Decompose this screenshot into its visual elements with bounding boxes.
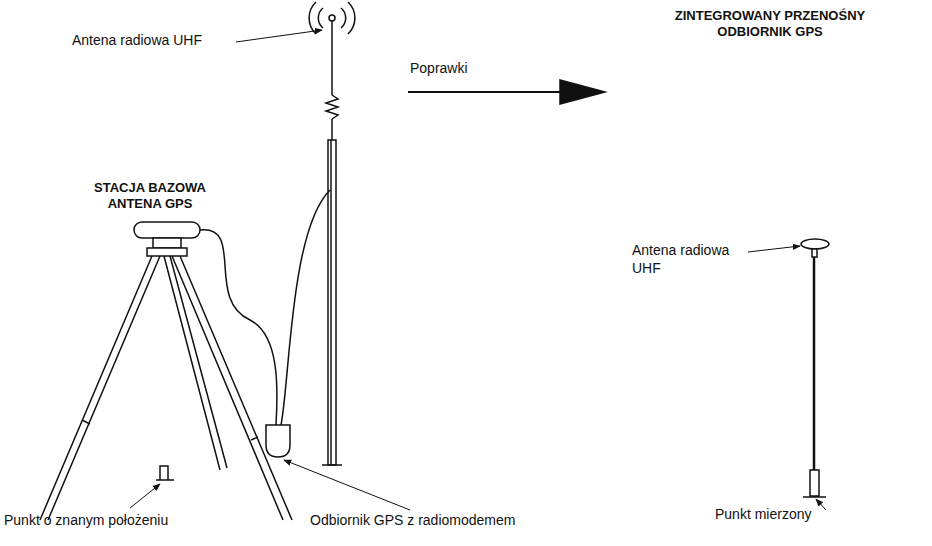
device-heading: STACJA BAZOWA ANTENA GPS <box>80 180 220 213</box>
part-label: Antena radiowa UHF <box>72 32 242 50</box>
point-label: Punkt mierzony <box>715 506 835 524</box>
point-label: Punkt o znanym położeniu <box>4 512 204 530</box>
part-label: Antena radiowa UHF <box>632 242 752 277</box>
tripod <box>40 222 292 520</box>
device-heading: ZINTEGROWANY PRZENOŚNY ODBIORNIK GPS <box>655 8 885 41</box>
leader-lines <box>130 30 826 510</box>
radio-mast <box>322 21 342 465</box>
part-label: Odbiornik GPS z radiomodemem <box>310 512 550 530</box>
rover-pole <box>801 239 829 497</box>
signal-label: Poprawki <box>410 60 530 78</box>
survey-marker <box>156 466 174 480</box>
gps-receiver <box>266 425 290 457</box>
cables <box>200 190 330 425</box>
corrections-arrow <box>408 80 605 104</box>
